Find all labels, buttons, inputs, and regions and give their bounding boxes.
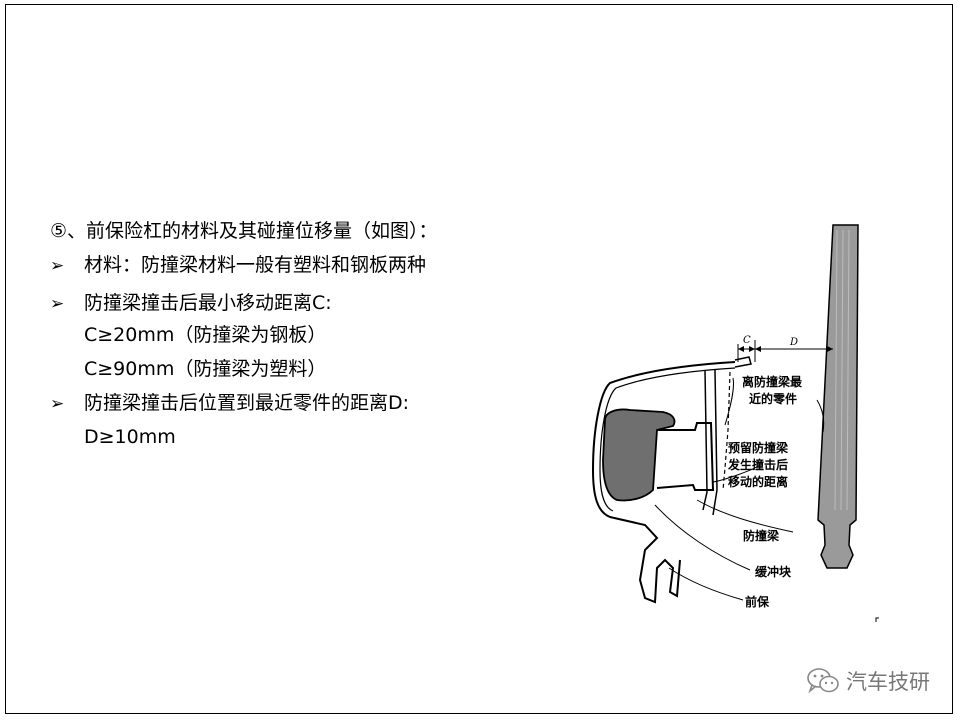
label-buffer-block: 缓冲块	[755, 564, 792, 579]
bullet-item-material: ➢ 材料：防撞梁材料一般有塑料和钢板两种	[50, 248, 426, 283]
nearest-part	[817, 224, 859, 569]
bumper-section-diagram: C D 离防撞梁最 近的零件 预留防撞梁 发生撞击后 移动的距离 防撞梁 缓冲块…	[591, 224, 879, 622]
label-reserved-2: 发生撞击后	[727, 457, 788, 472]
bumper-fascia	[591, 361, 736, 604]
bullet-arrow-icon: ➢	[50, 394, 65, 414]
dim-d-label: D	[789, 337, 798, 348]
label-reserved-1: 预留防撞梁	[728, 440, 788, 455]
bullet-arrow-icon: ➢	[50, 256, 65, 276]
crash-beam	[656, 356, 752, 516]
bullet-text: 防撞梁撞击后最小移动距离C:	[84, 292, 332, 314]
bullet-arrow-icon: ➢	[50, 294, 65, 314]
watermark: 汽车技研	[806, 666, 930, 696]
slide-frame	[5, 4, 953, 714]
bullet-item-distance-c: ➢ 防撞梁撞击后最小移动距离C:	[50, 286, 332, 321]
bullet-text: 材料：防撞梁材料一般有塑料和钢板两种	[84, 254, 427, 276]
sub-item-d-min: D≥10mm	[84, 426, 176, 448]
label-nearest-part-2: 近的零件	[749, 391, 797, 406]
dim-c-label: C	[743, 335, 751, 346]
leader-lines	[654, 377, 825, 601]
label-front-bumper: 前保	[745, 594, 770, 609]
reserved-position-line	[722, 371, 731, 491]
bullet-text: 防撞梁撞击后位置到最近零件的距离D:	[84, 392, 410, 414]
label-reserved-3: 移动的距离	[728, 474, 788, 489]
watermark-text: 汽车技研	[846, 670, 930, 694]
bullet-item-distance-d: ➢ 防撞梁撞击后位置到最近零件的距离D:	[50, 386, 409, 421]
sub-item-c-plastic: C≥90mm（防撞梁为塑料）	[84, 358, 327, 380]
dimension-lines	[737, 340, 833, 362]
label-nearest-part-1: 离防撞梁最	[742, 374, 803, 389]
label-crash-beam: 防撞梁	[743, 528, 779, 543]
slide-heading: ⑤、前保险杠的材料及其碰撞位移量（如图）：	[50, 220, 438, 242]
wechat-icon	[807, 668, 839, 694]
sub-item-c-steel: C≥20mm（防撞梁为钢板）	[84, 324, 327, 346]
